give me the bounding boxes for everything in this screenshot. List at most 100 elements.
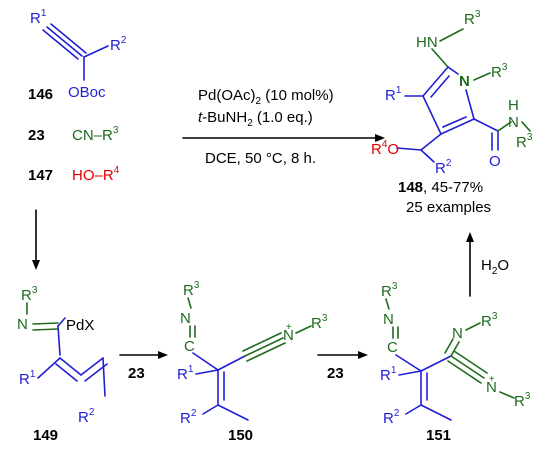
atom-r2-product: R2 (435, 158, 452, 177)
bond-vinyl-h-151 (420, 404, 452, 421)
bond-vinyl-r2-151 (405, 404, 422, 415)
atom-r1-151: R1 (380, 365, 397, 384)
atom-r3-150b: R3 (311, 313, 328, 332)
bond-alkyne-1 (46, 26, 83, 57)
label-boc: OBoc (68, 84, 106, 101)
bond-c-c-151 (395, 354, 422, 372)
bond-n-r3-150 (295, 325, 312, 334)
bond-alkyne-2 (50, 23, 87, 54)
atom-hn: HN (416, 34, 438, 51)
label-147: 147 (28, 167, 53, 184)
arrow-149-150-label: 23 (128, 365, 145, 382)
arrow-150-151-label: 23 (327, 365, 344, 382)
label-151: 151 (426, 427, 451, 444)
bond-c-imidoyl-151 (420, 355, 452, 372)
bond-ch-o (396, 147, 422, 151)
atom-r1: R1 (30, 8, 47, 27)
bond-c-r2 (83, 45, 109, 58)
atom-r2-149: R2 (78, 407, 95, 426)
atom-r2: R2 (110, 35, 127, 54)
atom-r1-product: R1 (385, 85, 402, 104)
bond-c-n-151-double (444, 338, 454, 354)
atom-n-plus-151: N+ (486, 374, 497, 396)
condition-solvent: DCE, 50 °C, 8 h. (205, 150, 316, 167)
down-arrow-head (32, 260, 40, 270)
bond-alkyne-3 (42, 29, 79, 60)
atom-r4o: R4O (371, 139, 399, 158)
compound-149-structure: R3 N PdX R1 R2 (17, 285, 108, 426)
bond-r1-c-151 (398, 370, 422, 376)
bond-nh-r3-amide (521, 121, 531, 132)
atom-r3-top: R3 (464, 9, 481, 28)
bond-n1-c2 (465, 89, 475, 120)
bond-n-r3-151b (465, 322, 481, 331)
bond-r3-n-150 (187, 297, 192, 309)
arrow-149-150-head (158, 351, 168, 359)
condition-catalyst: Pd(OAc)2 (10 mol%) (198, 87, 334, 107)
bond-c-pd (57, 317, 66, 327)
condition-base: t-BuNH2 (1.0 eq.) (198, 109, 313, 129)
bond-c-n-151 (450, 341, 460, 357)
bond-vinyl-h-150 (217, 404, 249, 421)
bond-c-c-150 (192, 352, 219, 371)
atom-r2-151: R2 (383, 408, 400, 427)
atom-r1-150: R1 (177, 364, 194, 383)
label-149: 149 (33, 427, 58, 444)
bond-c5-n1 (447, 66, 459, 75)
atom-c-151: C (387, 339, 398, 356)
atom-n1: N (459, 73, 470, 90)
atom-n-151a: N (383, 311, 394, 328)
atom-r3-151b: R3 (481, 311, 498, 330)
bond-cn-triple-151-2 (453, 350, 488, 374)
bond-vinyl-r2-150 (202, 404, 219, 415)
product-examples: 25 examples (406, 199, 491, 216)
atom-n-151b: N (452, 325, 463, 342)
compound-148-structure: HN R3 N R3 R1 O H N R3 R4O R2 (371, 9, 533, 177)
atom-n-plus-150: N+ (283, 322, 294, 344)
atom-o-amide: O (489, 153, 501, 170)
atom-r2-150: R2 (180, 408, 197, 427)
bond-allene-1-double (55, 363, 78, 382)
bond-n-c-149 (32, 322, 59, 325)
bond-ch-r2 (420, 149, 435, 163)
bond-c5-c4-double (430, 75, 450, 98)
bond-n-c-149-double (32, 328, 59, 331)
reagent-isocyanide: CN–R3 (72, 125, 119, 144)
atom-r3-151c: R3 (514, 391, 531, 410)
label-146: 146 (28, 86, 53, 103)
bond-c3-c4 (422, 95, 442, 135)
reagent-alcohol: HO–R4 (72, 165, 120, 184)
atom-h-amide: H (508, 97, 519, 114)
compound-146-structure: R1 R2 OBoc (30, 8, 127, 101)
atom-r3-149: R3 (21, 285, 38, 304)
atom-n-149: N (17, 316, 28, 333)
bond-cn-triple-2 (242, 332, 282, 352)
bond-nh-c5 (431, 48, 449, 68)
atom-n-150: N (180, 310, 191, 327)
arrow-150-151-head (358, 351, 368, 359)
bond-r1-c (37, 357, 61, 379)
compound-150-structure: R3 N C R1 N+ R3 R2 (177, 280, 328, 427)
bond-allene-r2 (102, 357, 106, 397)
bond-cn-triple-151-3 (447, 360, 482, 384)
bond-allene-2 (80, 357, 104, 376)
bond-c-nh (497, 121, 512, 132)
bond-cn-triple-3 (246, 342, 286, 362)
hydrolysis-label: H2O (481, 257, 509, 277)
atom-r3-151a: R3 (381, 281, 398, 300)
bond-r3-n-151a (385, 298, 390, 310)
atom-c-150: C (184, 338, 195, 355)
atom-n-amide: N (508, 114, 519, 131)
bond-c-nitrilium-150 (217, 355, 246, 371)
bond-c2-amide (473, 118, 499, 132)
bond-r1-c-150 (195, 369, 219, 375)
atom-r3-ring: R3 (491, 62, 508, 81)
compound-151-structure: R3 N C R1 N R3 N+ R3 R2 (380, 281, 531, 427)
hydrolysis-arrow-head (466, 232, 474, 242)
bond-c3-ch (420, 133, 442, 151)
atom-r1-149: R1 (19, 369, 36, 388)
bond-n1-r3 (473, 72, 491, 81)
bond-allene-1 (59, 357, 82, 376)
label-23: 23 (28, 127, 45, 144)
